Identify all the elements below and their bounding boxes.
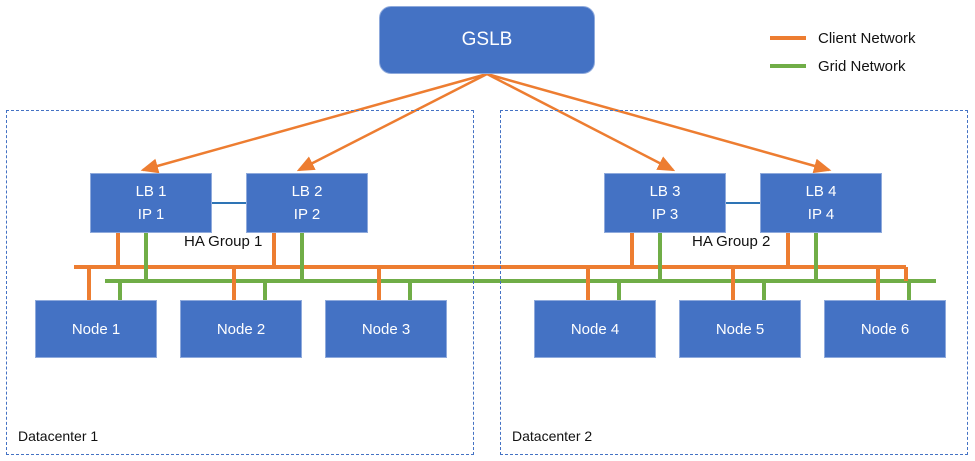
legend-item-grid-network: Grid Network bbox=[770, 52, 916, 80]
lb-3-box[interactable]: LB 3 IP 3 bbox=[604, 173, 726, 233]
gslb-label: GSLB bbox=[461, 29, 513, 50]
lb-1-name: LB 1 bbox=[135, 182, 167, 200]
lb-2-ip: IP 2 bbox=[293, 206, 321, 223]
node-3-box[interactable]: Node 3 bbox=[325, 300, 447, 358]
line-swatch-green-icon bbox=[770, 64, 806, 68]
node-2-label: Node 2 bbox=[216, 320, 266, 338]
datacenter-2-label: Datacenter 2 bbox=[512, 428, 593, 444]
lb-4-ip: IP 4 bbox=[807, 206, 835, 223]
node-1-box[interactable]: Node 1 bbox=[35, 300, 157, 358]
node-4-box[interactable]: Node 4 bbox=[534, 300, 656, 358]
datacenter-1-label: Datacenter 1 bbox=[18, 428, 99, 444]
legend-label-client-network: Client Network bbox=[818, 29, 916, 47]
line-swatch-orange-icon bbox=[770, 36, 806, 40]
lb-2-box[interactable]: LB 2 IP 2 bbox=[246, 173, 368, 233]
lb-1-box[interactable]: LB 1 IP 1 bbox=[90, 173, 212, 233]
ha-group-1-label: HA Group 1 bbox=[184, 233, 263, 250]
gslb-box[interactable]: GSLB bbox=[379, 6, 595, 74]
node-3-label: Node 3 bbox=[361, 320, 411, 338]
lb-3-name: LB 3 bbox=[649, 182, 681, 200]
legend-label-grid-network: Grid Network bbox=[818, 57, 906, 75]
datacenter-1-boundary bbox=[6, 110, 474, 455]
lb-4-box[interactable]: LB 4 IP 4 bbox=[760, 173, 882, 233]
node-6-label: Node 6 bbox=[860, 320, 910, 338]
node-5-box[interactable]: Node 5 bbox=[679, 300, 801, 358]
ha-group-2-label: HA Group 2 bbox=[692, 233, 771, 250]
node-1-label: Node 1 bbox=[71, 320, 121, 338]
lb-2-name: LB 2 bbox=[291, 182, 323, 200]
node-4-label: Node 4 bbox=[570, 320, 620, 338]
datacenter-2-boundary bbox=[500, 110, 968, 455]
node-6-box[interactable]: Node 6 bbox=[824, 300, 946, 358]
lb-1-ip: IP 1 bbox=[137, 206, 165, 223]
legend-item-client-network: Client Network bbox=[770, 24, 916, 52]
legend: Client Network Grid Network bbox=[770, 24, 916, 80]
node-5-label: Node 5 bbox=[715, 320, 765, 338]
lb-3-ip: IP 3 bbox=[651, 206, 679, 223]
lb-4-name: LB 4 bbox=[805, 182, 837, 200]
node-2-box[interactable]: Node 2 bbox=[180, 300, 302, 358]
